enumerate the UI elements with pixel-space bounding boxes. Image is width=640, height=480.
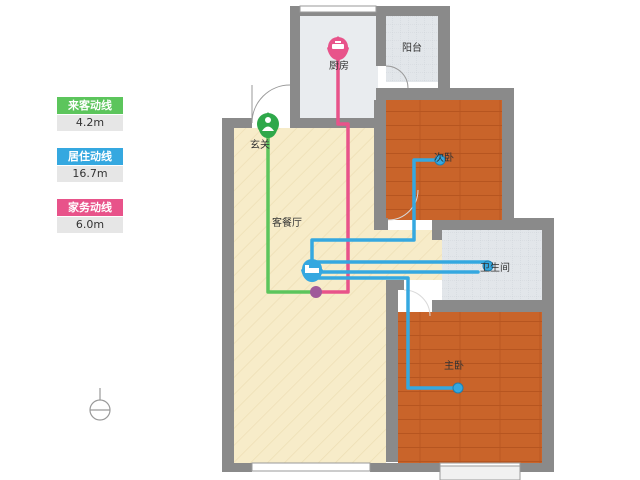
bathroom-floor <box>442 230 542 310</box>
kitchen-label: 厨房 <box>329 59 349 72</box>
entrance-label: 玄关 <box>250 138 270 151</box>
routes <box>266 44 490 390</box>
second-bedroom-route-end <box>434 154 446 166</box>
legend-living-label: 居住动线 <box>57 148 123 165</box>
compass-icon <box>89 388 111 421</box>
legend-chore-value: 6.0m <box>57 217 123 233</box>
master-bedroom-label: 主卧 <box>444 359 464 372</box>
living-route-master-bedroom <box>310 276 460 390</box>
legend-visitor-label: 来客动线 <box>57 97 123 114</box>
bathroom-label: 卫生间 <box>480 261 510 274</box>
balcony-floor <box>386 16 438 82</box>
second-bedroom-label: 次卧 <box>434 151 454 164</box>
chore-route-line <box>314 44 350 294</box>
master-bedroom-route-end <box>452 382 464 394</box>
legend-visitor-value: 4.2m <box>57 115 123 131</box>
windows <box>251 5 521 480</box>
kitchen-pot-icon <box>327 36 349 60</box>
bathroom-route-end <box>482 260 494 272</box>
living-dining-floor <box>234 128 386 463</box>
visitor-route-line <box>266 122 318 294</box>
balcony-label: 阳台 <box>402 41 422 54</box>
legend-visitor-route: 来客动线 4.2m <box>57 97 123 131</box>
legend-living-route: 居住动线 16.7m <box>57 148 123 182</box>
living-dining-label: 客餐厅 <box>272 216 302 229</box>
legend-living-value: 16.7m <box>57 166 123 182</box>
legend-chore-route: 家务动线 6.0m <box>57 199 123 233</box>
bed-icon <box>301 258 323 282</box>
living-route-second-bedroom <box>310 158 442 274</box>
legend-chore-label: 家务动线 <box>57 199 123 216</box>
entrance-person-icon <box>257 112 279 138</box>
route-hub <box>310 286 322 298</box>
